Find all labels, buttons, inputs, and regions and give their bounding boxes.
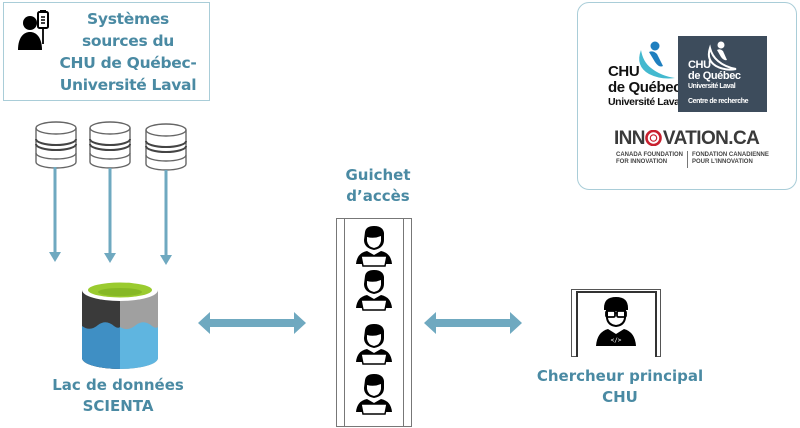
researcher-label: Chercheur principal CHU — [530, 366, 710, 408]
innovation-wordmark: INN VATION.CA — [614, 128, 760, 150]
source-systems-title-line: sources du — [81, 32, 174, 50]
arrow-down — [160, 170, 172, 265]
chu-research-logo — [678, 36, 767, 112]
chu-logo-line: Université Laval — [608, 96, 683, 108]
data-lake-label-line: Lac de données — [52, 376, 184, 394]
innovation-divider — [687, 151, 688, 168]
source-systems-title-line: Université Laval — [59, 76, 197, 94]
chu-logo-line: de Québec — [608, 79, 682, 96]
chu-research-text: CHU de Québec — [688, 60, 741, 82]
innovation-wordmark-post: VATION.CA — [662, 128, 760, 149]
guichet-agents — [355, 225, 393, 415]
innovation-wordmark-pre: INN — [614, 128, 646, 149]
chu-logo-line: CHU — [608, 63, 640, 80]
innovation-fr-line: POUR L’INNOVATION — [692, 159, 753, 165]
patient-iv-icon — [18, 10, 49, 50]
researcher-label-line: Chercheur principal — [536, 367, 704, 385]
double-arrow-guichet-chercheur — [424, 312, 522, 334]
chu-research-logo-symbol — [707, 41, 737, 71]
data-lake-label-line: SCIENTA — [82, 397, 154, 415]
source-systems-title-line: Systèmes — [87, 10, 169, 28]
user-laptop-icon — [355, 373, 393, 415]
data-lake-icon — [82, 279, 158, 369]
innovation-en-line: FOR INNOVATION — [616, 159, 668, 165]
chu-research-line: CHU — [688, 59, 711, 71]
database-icon — [145, 123, 187, 171]
guichet-label-line: Guichet — [345, 166, 411, 184]
guichet-label-line: d’accès — [346, 187, 410, 205]
innovation-en-text: CANADA FOUNDATION FOR INNOVATION — [616, 152, 683, 166]
chu-logo-text: Université Laval — [608, 96, 683, 108]
chu-logo-text: CHU — [608, 63, 640, 80]
arrow-down — [104, 168, 116, 263]
innovation-fr-line: FONDATION CANADIENNE — [692, 152, 769, 158]
chu-research-line: Centre de recherche — [688, 98, 749, 105]
guichet-inner-frame — [344, 218, 404, 427]
innovation-en-line: CANADA FOUNDATION — [616, 152, 683, 158]
double-arrow-lake-guichet — [198, 312, 306, 334]
innovation-o-icon — [645, 129, 663, 147]
chu-research-line: de Québec — [688, 70, 741, 82]
researcher-label-line: CHU — [602, 388, 638, 406]
data-lake-label: Lac de données SCIENTA — [48, 375, 188, 417]
user-laptop-icon — [355, 225, 393, 267]
user-laptop-icon — [355, 269, 393, 311]
database-icon — [35, 121, 77, 169]
databases-group — [35, 121, 187, 265]
svg-text:</>: </> — [611, 337, 622, 344]
chu-research-line: Université Laval — [688, 83, 736, 90]
innovation-fr-text: FONDATION CANADIENNE POUR L’INNOVATION — [692, 152, 769, 166]
chu-logo-text: de Québec — [608, 80, 681, 95]
chu-research-text: Centre de recherche — [688, 98, 749, 106]
source-systems-title-line: CHU de Québec- — [59, 54, 197, 72]
chu-research-text: Université Laval — [688, 83, 736, 91]
developer-icon: </> — [596, 297, 636, 346]
arrow-down — [49, 167, 61, 262]
database-icon — [89, 121, 131, 169]
user-laptop-icon — [355, 323, 393, 365]
source-systems-title: Systèmes sources du CHU de Québec- Unive… — [48, 8, 208, 96]
chu-logo-symbol — [639, 41, 675, 79]
guichet-label: Guichet d’accès — [328, 165, 428, 207]
